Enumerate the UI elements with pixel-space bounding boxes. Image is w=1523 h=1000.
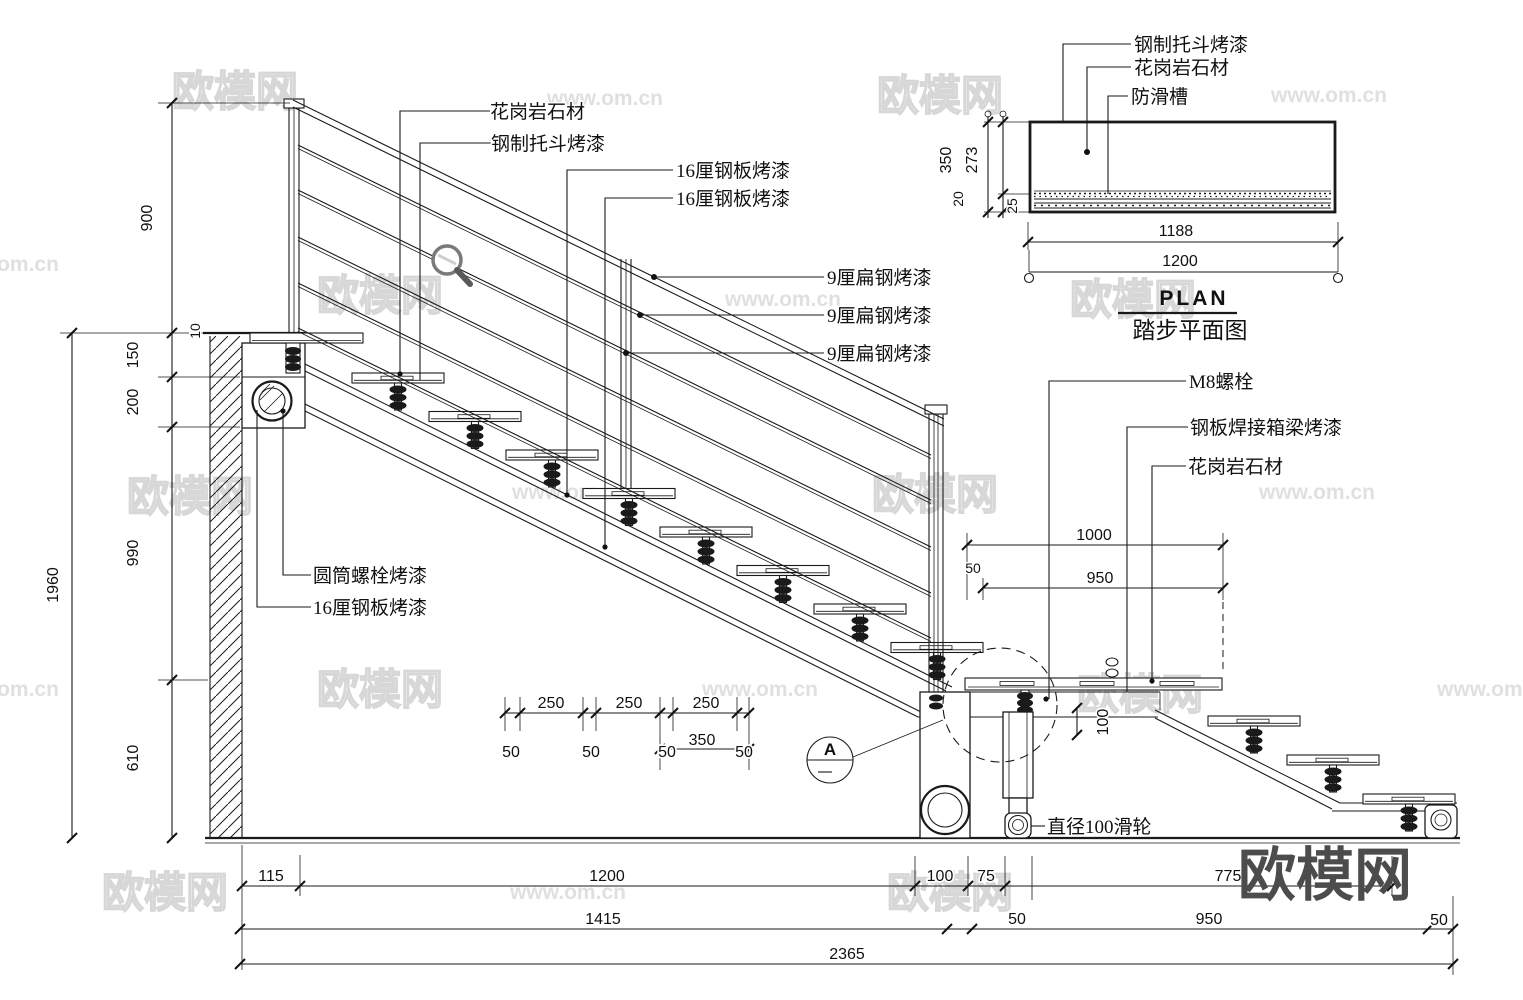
plan-dim-350: 350: [938, 147, 955, 174]
watermark-site: www.om.cn: [1270, 84, 1387, 107]
watermark-site: www.om.cn: [509, 881, 626, 904]
watermarks: 欧模网 www.om.cn 欧模网 www.om.cn om.cn 欧模网 ww…: [0, 67, 1523, 917]
wall-hatch: [210, 336, 242, 838]
end-roller-housing: [1424, 804, 1458, 839]
watermark-brand: 欧模网: [877, 72, 1003, 119]
dim-50c: 50: [1430, 912, 1448, 929]
leader-lines: [256, 110, 1188, 827]
plan-title-cn: 踏步平面图: [1133, 318, 1248, 343]
dim-1000: 1000: [1076, 527, 1112, 544]
plan-dim-25: 25: [1004, 198, 1020, 214]
pulley-100: [1007, 814, 1029, 836]
stair-section-view: A: [203, 98, 1460, 844]
dimension-lines: [60, 97, 1459, 975]
dim-100: 100: [1095, 709, 1112, 736]
jack-with-pulley: [1002, 711, 1034, 839]
dim-50-offset: 50: [965, 560, 981, 576]
section-texts: 花岗岩石材 钢制托斗烤漆 16厘钢板烤漆 16厘钢板烤漆 9厘扁钢烤漆 9厘扁钢…: [43, 100, 1450, 965]
watermark-site: www.om.cn: [724, 288, 841, 311]
label-16mm-plate-left: 16厘钢板烤漆: [313, 597, 427, 619]
detail-circle: [942, 647, 1058, 763]
watermark-site: www.om.cn: [1436, 678, 1523, 701]
landing-and-lower-stringer: [918, 691, 1457, 812]
support-column: [919, 691, 971, 839]
dim-950: 950: [1087, 570, 1114, 587]
plan-label-bracket: 钢制托斗烤漆: [1134, 34, 1248, 56]
label-granite: 花岗岩石材: [490, 101, 585, 123]
tread-plan-outline: [1028, 120, 1337, 214]
dim-50-4: 50: [735, 744, 753, 761]
dim-1200: 1200: [589, 868, 625, 885]
dim-115: 115: [258, 868, 284, 885]
dim-50-2: 50: [582, 744, 600, 761]
dim-1415: 1415: [585, 911, 621, 928]
dim-775: 775: [1215, 868, 1242, 885]
watermark-brand: 欧模网: [102, 869, 228, 916]
dim-250-3: 250: [693, 695, 720, 712]
magnifier-icon: [431, 244, 473, 287]
plan-title-en: PLAN: [1159, 287, 1228, 310]
section-marker-label: A: [824, 740, 836, 759]
watermark-site-partial: om.cn: [0, 253, 59, 276]
site-logo: 欧模网: [1238, 843, 1412, 908]
label-box-beam: 钢板焊接箱梁烤漆: [1190, 417, 1342, 439]
dim-10: 10: [187, 323, 203, 339]
post-cap: [924, 404, 948, 415]
label-steel-bracket: 钢制托斗烤漆: [491, 133, 605, 155]
watermark-site-partial: om.cn: [0, 678, 59, 701]
watermark-brand: 欧模网: [887, 869, 1013, 916]
label-9mm-flat-3: 9厘扁钢烤漆: [827, 343, 932, 365]
label-16mm-plate-2: 16厘钢板烤漆: [676, 188, 790, 210]
roller-large: [919, 784, 971, 836]
dim-50b: 50: [1008, 911, 1026, 928]
label-m8-bolt: M8螺栓: [1189, 371, 1253, 393]
landing-tread: [964, 657, 1223, 714]
watermark-brand: 欧模网: [172, 68, 298, 115]
flat-steel-rails: [297, 144, 932, 642]
box-beam-stringer: [304, 363, 953, 718]
dim-250-2: 250: [616, 695, 643, 712]
label-cylinder-bolt: 圆筒螺栓烤漆: [313, 565, 427, 587]
dim-50-3: 50: [658, 744, 676, 761]
tread-top: [249, 332, 364, 344]
dim-900: 900: [139, 205, 156, 232]
plan-dim-20: 20: [950, 191, 966, 207]
section-marker-a: A: [806, 719, 944, 784]
dim-100b: 100: [927, 868, 954, 885]
dim-150: 150: [125, 342, 142, 369]
label-9mm-flat-2: 9厘扁钢烤漆: [827, 305, 932, 327]
label-pulley: 直径100滑轮: [1047, 816, 1152, 838]
plan-label-groove: 防滑槽: [1131, 86, 1188, 108]
cylinder-bolt-pivot: [251, 380, 293, 422]
plan-dim-273: 273: [964, 147, 981, 174]
plan-dim-1200: 1200: [1162, 253, 1198, 270]
watermark-brand: 欧模网: [872, 471, 998, 518]
dim-350: 350: [689, 732, 716, 749]
dim-75: 75: [977, 868, 995, 885]
watermark-brand: 欧模网: [1070, 276, 1196, 323]
plan-label-granite: 花岗岩石材: [1134, 57, 1229, 79]
handrail: [292, 99, 945, 420]
watermark-brand: 欧模网: [317, 666, 443, 713]
dim-950b: 950: [1196, 911, 1223, 928]
dim-250-1: 250: [538, 695, 565, 712]
label-9mm-flat-1: 9厘扁钢烤漆: [827, 267, 932, 289]
label-16mm-plate-1: 16厘钢板烤漆: [676, 160, 790, 182]
watermark-site: www.om.cn: [701, 678, 818, 701]
dim-1960: 1960: [45, 567, 62, 603]
tread-plan-view: 钢制托斗烤漆 花岗岩石材 防滑槽 350 273 20 25 1188 1200…: [936, 33, 1344, 343]
dim-610: 610: [125, 745, 142, 772]
dim-50-1: 50: [502, 744, 520, 761]
dim-2365: 2365: [829, 946, 865, 963]
railing: [283, 98, 948, 692]
watermark-site: www.om.cn: [546, 87, 663, 110]
watermark-brand: 欧模网: [317, 272, 443, 319]
watermark-site: www.om.cn: [1258, 481, 1375, 504]
label-granite-2: 花岗岩石材: [1188, 456, 1283, 478]
lower-flight-treads: [1207, 715, 1456, 832]
plan-dim-1188: 1188: [1159, 223, 1194, 240]
dim-990: 990: [125, 540, 142, 567]
dim-200: 200: [125, 389, 142, 416]
